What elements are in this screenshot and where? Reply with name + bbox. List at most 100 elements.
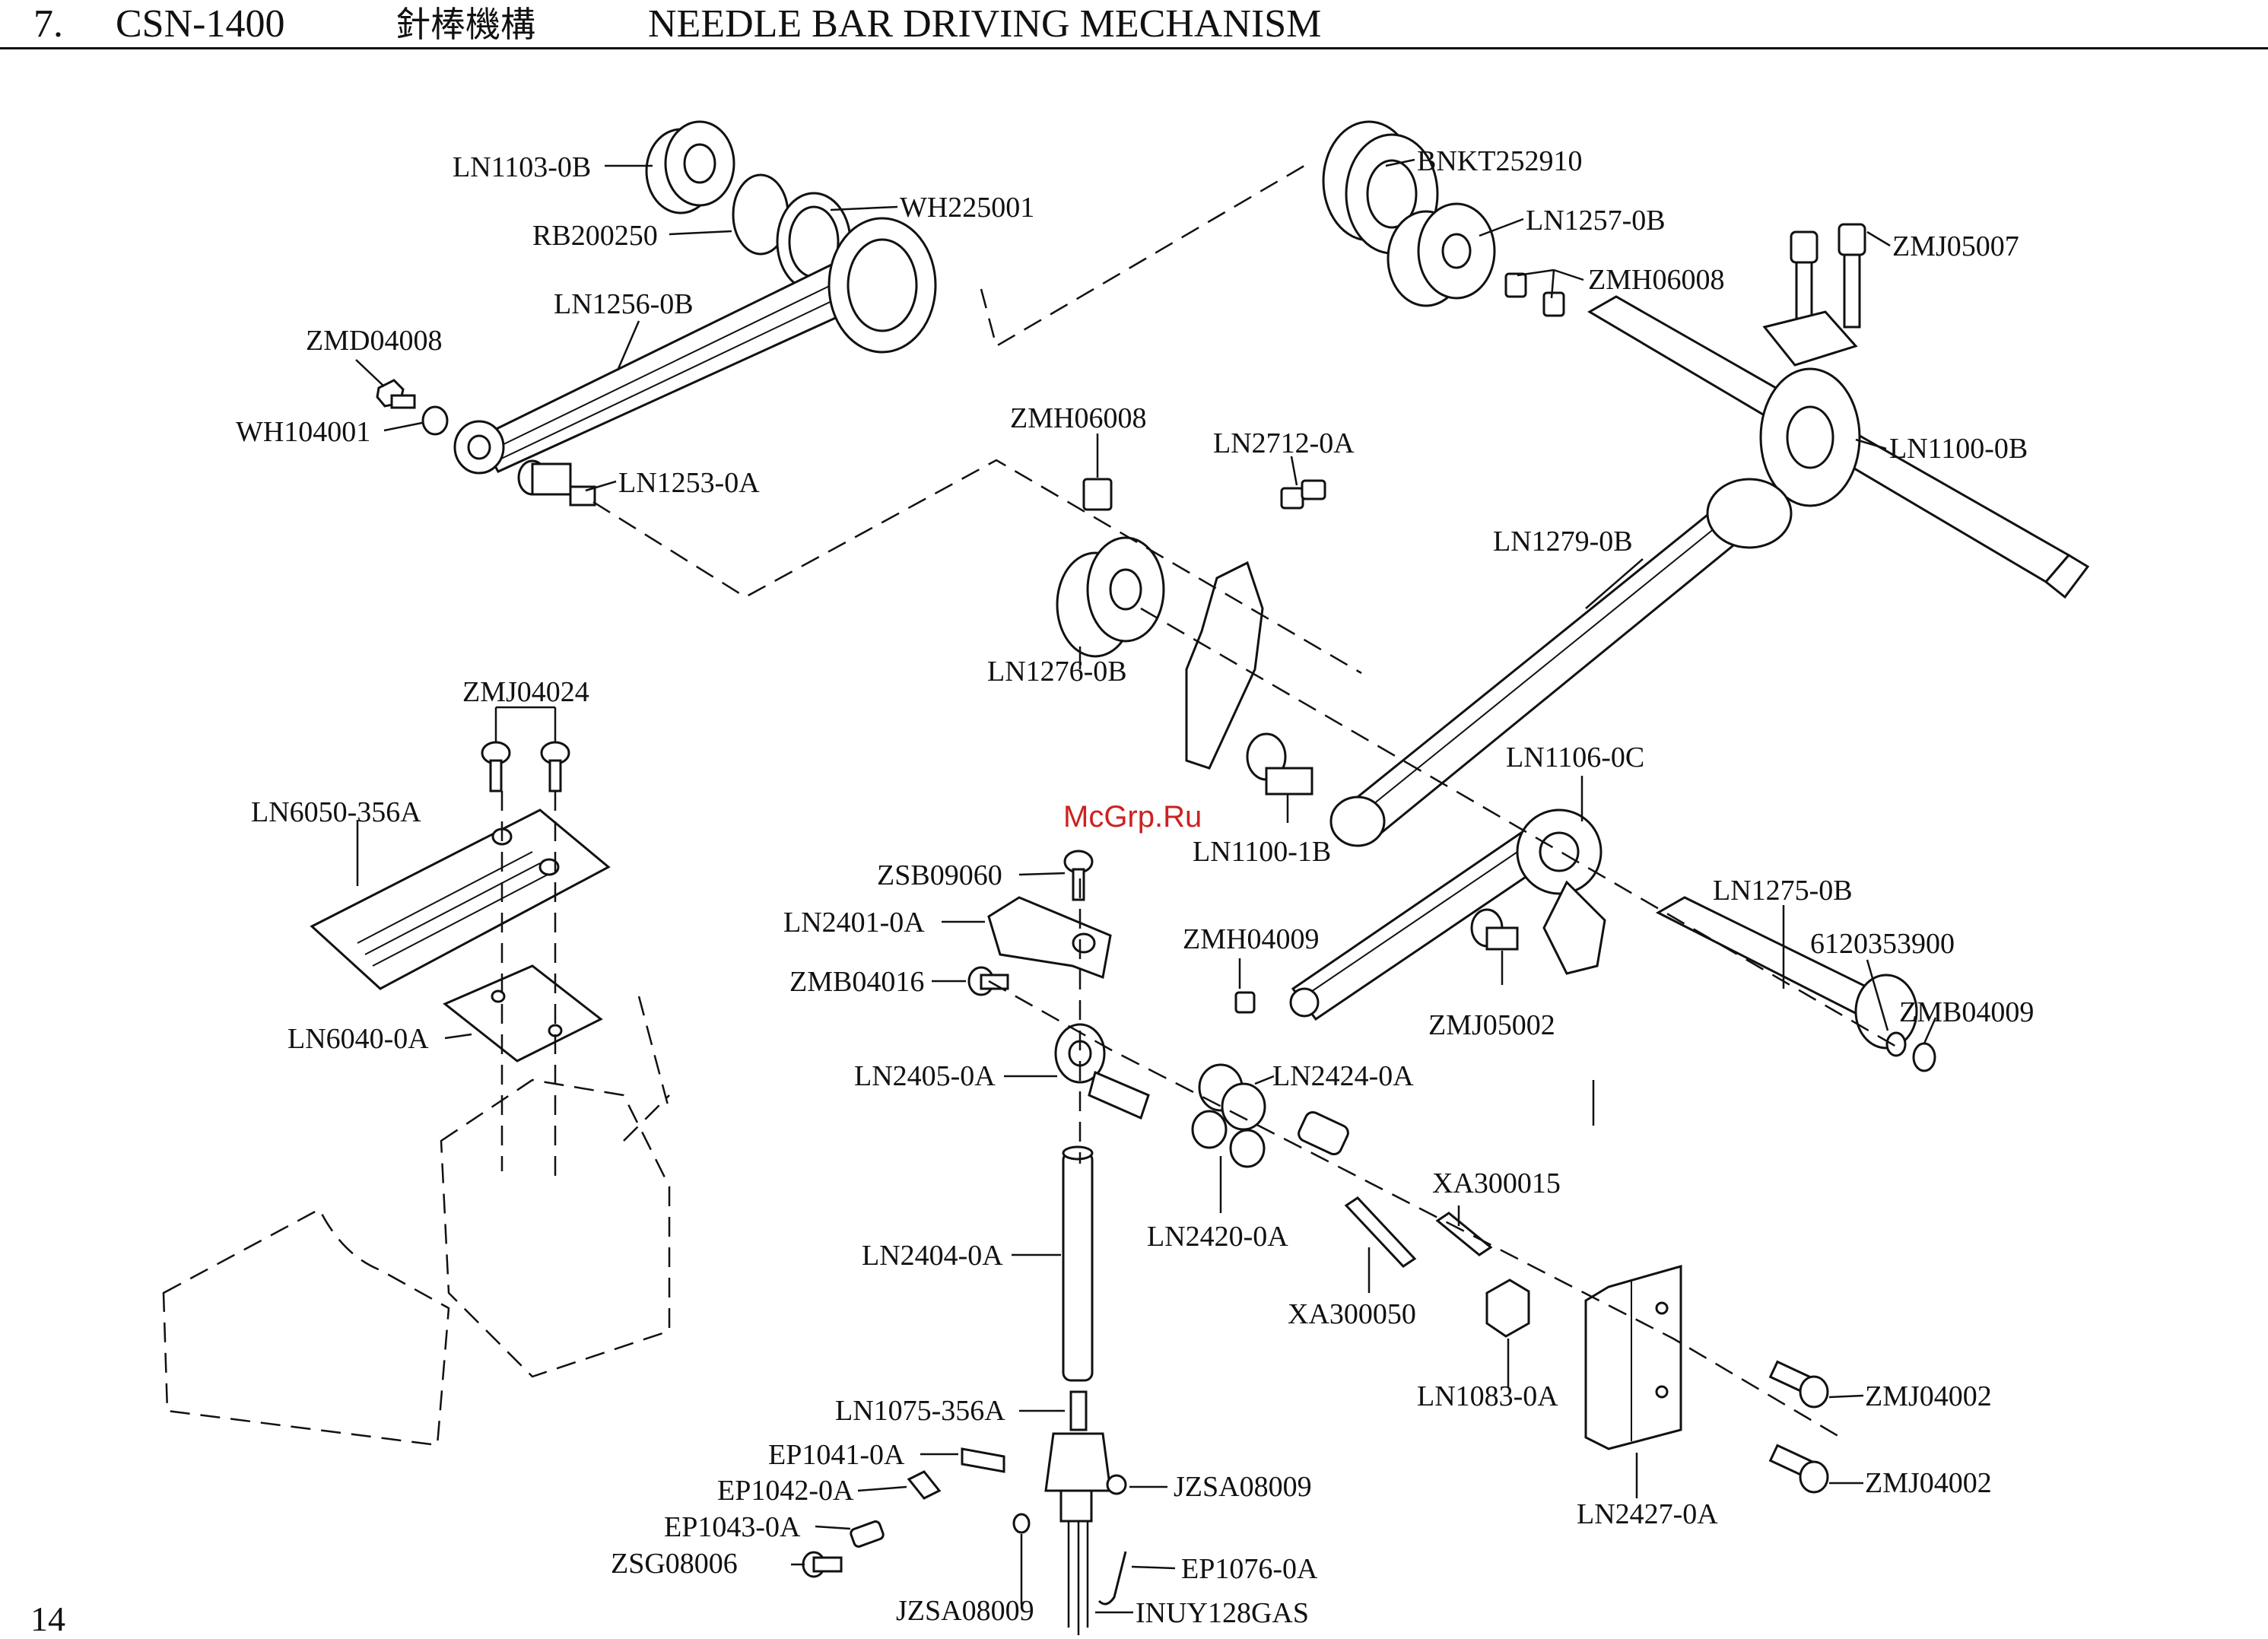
label-ln1253-0a: LN1253-0A <box>618 467 760 499</box>
label-wh225001: WH225001 <box>900 192 1034 224</box>
label-inuy128gas: INUY128GAS <box>1136 1597 1309 1629</box>
label-ln6050-356a: LN6050-356A <box>251 796 421 828</box>
guide-ln2427 <box>1584 1265 1682 1450</box>
screw-jzsa08009-left <box>1012 1513 1031 1534</box>
label-ln1275-0b: LN1275-0B <box>1713 875 1853 907</box>
header-rule <box>0 47 2268 49</box>
label-ep1041-0a: EP1041-0A <box>768 1439 905 1471</box>
part-drawings <box>162 120 2090 1635</box>
label-6120353900: 6120353900 <box>1810 928 1955 960</box>
label-ln2712-0a: LN2712-0A <box>1213 427 1355 459</box>
label-jzsa08009-right: JZSA08009 <box>1174 1471 1312 1503</box>
screw-zmj04002-lower <box>1768 1444 1829 1494</box>
model-number: CSN-1400 <box>116 2 285 46</box>
pin-ln1100-1b <box>1246 732 1313 796</box>
part-ep1042 <box>907 1470 942 1500</box>
label-ln1083-0a: LN1083-0A <box>1417 1380 1558 1412</box>
label-xa300015: XA300015 <box>1432 1167 1561 1199</box>
label-bnkt252910: BNKT252910 <box>1417 145 1582 177</box>
upper-shaft-ln1100 <box>1587 295 2090 599</box>
screw-zmb04009 <box>1912 1042 1936 1072</box>
label-zmd04008: ZMD04008 <box>306 325 442 357</box>
set-screw-upper-2 <box>1542 291 1565 317</box>
set-screw-upper-1 <box>1504 272 1527 298</box>
block-ln1083 <box>1485 1278 1530 1338</box>
wire-ep1076 <box>1097 1551 1127 1606</box>
label-zsb09060: ZSB09060 <box>877 859 1002 891</box>
screw-zsb09060 <box>1063 850 1094 901</box>
washer-6120353900 <box>1885 1031 1907 1057</box>
label-ln1100-1b: LN1100-1B <box>1193 836 1331 868</box>
part-labels: LN1103-0B RB200250 WH225001 LN1256-0B ZM… <box>236 145 2034 1629</box>
shaft-ln1275 <box>1655 896 1918 1050</box>
eccentric-ln1257 <box>1387 202 1496 307</box>
label-zmj04002-lower: ZMJ04002 <box>1865 1467 1992 1499</box>
set-screw-middle <box>1082 478 1113 511</box>
part-ep1041 <box>961 1447 1005 1473</box>
plate-ln6040 <box>443 964 603 1062</box>
washer-wh225001 <box>776 192 852 292</box>
label-ln2420-0a: LN2420-0A <box>1147 1221 1288 1253</box>
label-ln2405-0a: LN2405-0A <box>854 1060 996 1092</box>
label-ln1256-0b: LN1256-0B <box>554 288 694 320</box>
label-ep1043-0a: EP1043-0A <box>664 1511 801 1543</box>
washer-wh104001 <box>421 405 449 436</box>
screw-zmj04002-upper <box>1768 1360 1829 1409</box>
section-number: 7. <box>33 2 63 46</box>
leader-lines <box>355 158 1937 1614</box>
felt-xa300050 <box>1344 1196 1417 1268</box>
screw-zmj05002 <box>1470 908 1519 951</box>
label-wh104001: WH104001 <box>236 416 370 448</box>
label-ep1076-0a: EP1076-0A <box>1181 1553 1318 1585</box>
label-zmj05007: ZMJ05007 <box>1892 230 2019 262</box>
arm-ln1106 <box>1289 808 1606 1021</box>
label-zmj05002: ZMJ05002 <box>1428 1009 1555 1041</box>
bracket-ln2401 <box>987 896 1112 980</box>
screw-zmb04016 <box>967 966 1009 996</box>
felt-xa300015 <box>1435 1212 1493 1256</box>
label-ln2427-0a: LN2427-0A <box>1577 1498 1718 1530</box>
label-zmj04024: ZMJ04024 <box>462 676 589 708</box>
label-zsg08006: ZSG08006 <box>611 1548 738 1580</box>
label-ln2404-0a: LN2404-0A <box>862 1240 1003 1272</box>
label-rb200250: RB200250 <box>532 220 658 252</box>
label-zmh06008-middle: ZMH06008 <box>1010 402 1146 434</box>
label-ln1075-356a: LN1075-356A <box>835 1395 1005 1427</box>
screw-zmj04024 <box>481 741 570 793</box>
stud-ln1253 <box>517 459 596 507</box>
screw-jzsa08009-right <box>1106 1474 1127 1495</box>
label-zmb04009: ZMB04009 <box>1899 996 2034 1028</box>
label-xa300050: XA300050 <box>1288 1298 1416 1330</box>
label-ln1276-0b: LN1276-0B <box>987 656 1127 688</box>
label-ln6040-0a: LN6040-0A <box>287 1023 429 1055</box>
label-zmh06008-upper: ZMH06008 <box>1588 264 1724 296</box>
assembly-guide-lines <box>500 162 1902 1439</box>
label-zmj04002-upper: ZMJ04002 <box>1865 1380 1992 1412</box>
set-screw-zmh04009 <box>1234 991 1256 1014</box>
label-ep1042-0a: EP1042-0A <box>717 1475 854 1507</box>
clamp-ln2405 <box>1054 1023 1150 1120</box>
crank-rod-ln1256 <box>453 217 937 475</box>
page-number: 14 <box>30 1599 65 1638</box>
machine-bed-outline <box>162 996 671 1447</box>
label-zmb04016: ZMB04016 <box>789 966 924 998</box>
oiler-ln2712 <box>1280 479 1326 510</box>
needle-clamp-ln1075 <box>1044 1390 1112 1635</box>
needle-bar-ln2404 <box>1062 1145 1094 1382</box>
screw-zsg08006 <box>802 1551 843 1578</box>
watermark: McGrp.Ru <box>1063 800 1202 834</box>
title-chinese: 針棒機構 <box>395 4 535 45</box>
connecting-rod-ln1279 <box>1329 478 1793 847</box>
label-ln1279-0b: LN1279-0B <box>1493 526 1633 557</box>
part-ep1043 <box>850 1520 885 1548</box>
throat-plate-ln6050 <box>310 808 611 990</box>
page-title: NEEDLE BAR DRIVING MECHANISM <box>648 2 1322 46</box>
label-ln2424-0a: LN2424-0A <box>1272 1060 1414 1092</box>
label-zmh04009: ZMH04009 <box>1183 923 1319 955</box>
label-jzsa08009-left: JZSA08009 <box>896 1595 1034 1627</box>
label-ln1257-0b: LN1257-0B <box>1526 205 1666 237</box>
collar-ln1276 <box>1056 536 1165 658</box>
link-ln2420 <box>1191 1063 1266 1168</box>
collar-ln1103 <box>645 120 735 214</box>
